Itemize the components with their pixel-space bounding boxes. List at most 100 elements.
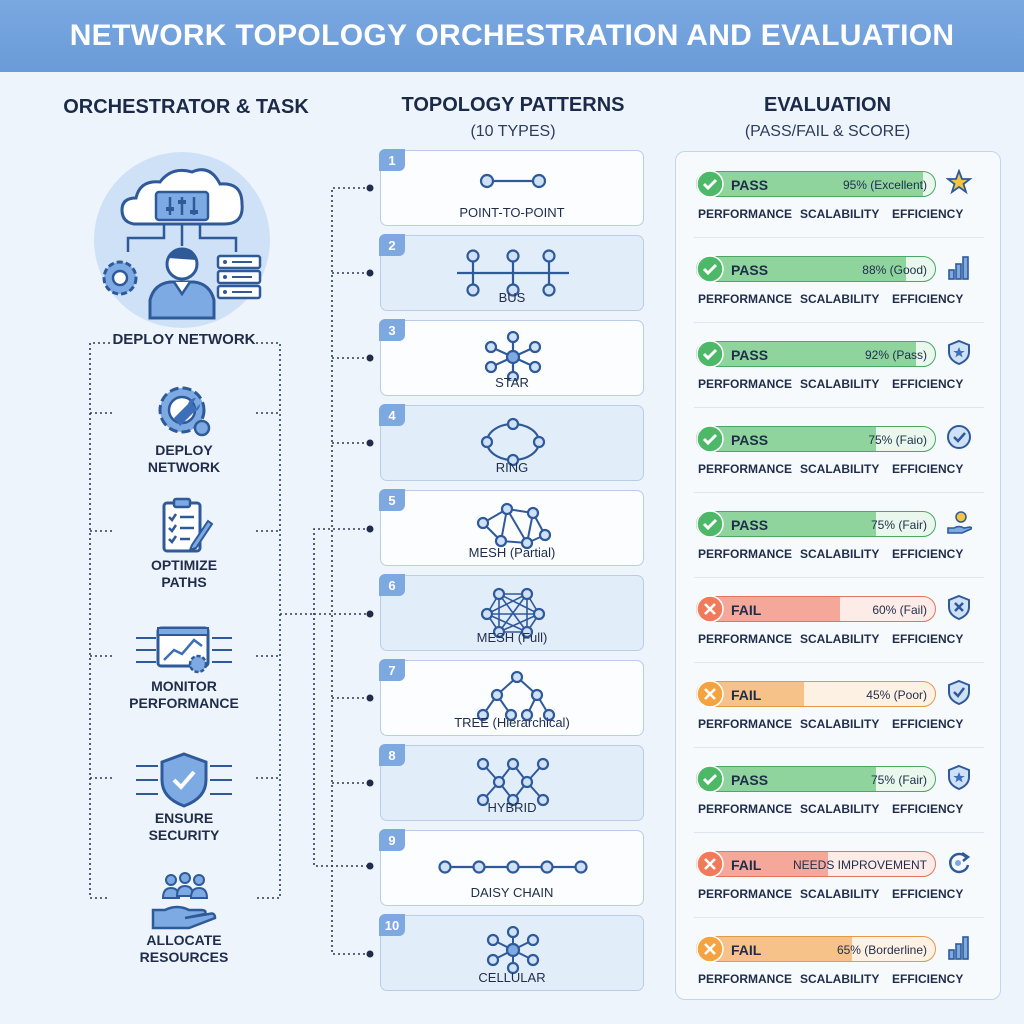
monitor-chart-icon xyxy=(136,626,232,674)
score-label: 45% (Poor) xyxy=(866,688,927,702)
topology-column-title: TOPOLOGY PATTERNS xyxy=(401,94,625,116)
metric-scalability: SCALABILITY xyxy=(800,887,880,901)
pass-check-icon xyxy=(696,340,724,368)
evaluation-column-title: EVALUATION xyxy=(763,94,892,116)
metric-efficiency: EFFICIENCY xyxy=(892,887,964,901)
task-optimize-paths: OPTIMIZE PATHS xyxy=(114,497,254,591)
hybrid-diagram xyxy=(476,757,550,807)
topology-number: 10 xyxy=(379,914,405,936)
evaluation-divider xyxy=(694,577,984,578)
topology-column-heading: TOPOLOGY PATTERNS (10 TYPES) xyxy=(380,94,646,141)
topology-number: 1 xyxy=(379,149,405,171)
topology-label: CELLULAR xyxy=(478,970,546,985)
status-label: PASS xyxy=(731,772,769,788)
metric-performance: PERFORMANCE xyxy=(698,207,793,221)
bar-chart-icon xyxy=(948,936,969,960)
topology-column-subtitle: (10 TYPES) xyxy=(470,123,556,140)
topology-number: 9 xyxy=(379,829,405,851)
shield-star-icon xyxy=(948,764,970,791)
score-bar: FAIL 65% (Borderline) xyxy=(696,936,936,962)
metric-scalability: SCALABILITY xyxy=(800,377,880,391)
task-allocate-resources: ALLOCATE RESOURCES xyxy=(114,872,254,966)
metric-performance: PERFORMANCE xyxy=(698,547,793,561)
fail-x-icon xyxy=(696,850,724,878)
orchestrator-label: DEPLOY NETWORK xyxy=(112,331,256,348)
evaluation-divider xyxy=(694,832,984,833)
user-avatar-icon xyxy=(148,247,216,320)
topology-number: 8 xyxy=(379,744,405,766)
topology-hybrid: 8 HYBRID xyxy=(379,744,644,821)
task-ensure-security: ENSURE SECURITY xyxy=(114,752,254,844)
metric-performance: PERFORMANCE xyxy=(698,802,793,816)
metric-scalability: SCALABILITY xyxy=(800,462,880,476)
topology-label: POINT-TO-POINT xyxy=(459,205,565,220)
mesh-partial-diagram xyxy=(476,502,552,550)
metric-efficiency: EFFICIENCY xyxy=(892,802,964,816)
status-label: PASS xyxy=(731,177,769,193)
topology-mesh-full: 6 MESH (Full) xyxy=(379,574,644,651)
status-label: FAIL xyxy=(731,942,762,958)
evaluation-column-subtitle: (PASS/FAIL & SCORE) xyxy=(744,123,911,140)
metric-scalability: SCALABILITY xyxy=(800,292,880,306)
metric-scalability: SCALABILITY xyxy=(800,207,880,221)
check-circle-icon xyxy=(947,425,971,449)
score-label: 65% (Borderline) xyxy=(836,943,927,957)
evaluation-divider xyxy=(694,747,984,748)
refresh-arrow-icon xyxy=(948,851,971,874)
status-label: FAIL xyxy=(731,602,762,618)
hand-coin-icon xyxy=(947,511,973,534)
topology-tree: 7 TREE (Hierarchical) xyxy=(379,659,644,736)
score-label: NEEDS IMPROVEMENT xyxy=(792,858,927,872)
shield-star-icon xyxy=(948,339,970,366)
score-label: 75% (Fair) xyxy=(870,518,927,532)
hand-people-icon xyxy=(151,872,217,930)
point-to-point-diagram xyxy=(479,173,547,189)
topology-number: 2 xyxy=(379,234,405,256)
status-label: FAIL xyxy=(731,857,762,873)
evaluation-divider xyxy=(694,237,984,238)
task-label: OPTIMIZE PATHS xyxy=(150,557,218,590)
metric-scalability: SCALABILITY xyxy=(800,972,880,986)
fail-x-icon xyxy=(696,595,724,623)
task-monitor-performance: MONITOR PERFORMANCE xyxy=(114,624,254,712)
evaluation-column-heading: EVALUATION (PASS/FAIL & SCORE) xyxy=(690,94,965,141)
bar-chart-icon xyxy=(948,256,969,280)
mesh-full-diagram xyxy=(480,587,546,639)
bus-diagram xyxy=(457,249,569,297)
evaluation-divider xyxy=(694,407,984,408)
topology-label: DAISY CHAIN xyxy=(470,885,554,900)
gear-wrench-icon xyxy=(158,386,211,437)
topology-label: STAR xyxy=(495,375,529,390)
metric-performance: PERFORMANCE xyxy=(698,887,793,901)
star-diagram xyxy=(484,331,542,381)
metric-efficiency: EFFICIENCY xyxy=(892,547,964,561)
pass-check-icon xyxy=(696,510,724,538)
task-deploy-network: DEPLOY NETWORK xyxy=(114,380,254,476)
score-label: 88% (Good) xyxy=(862,263,927,277)
evaluation-divider xyxy=(694,662,984,663)
score-bar: FAIL NEEDS IMPROVEMENT xyxy=(696,851,936,877)
topology-cellular: 10 CELLULAR xyxy=(379,914,644,991)
score-bar-fill xyxy=(697,342,916,366)
shield-x-icon xyxy=(948,594,970,621)
score-bar-fill xyxy=(697,512,876,536)
metric-performance: PERFORMANCE xyxy=(698,717,793,731)
topology-bus: 2 BUS xyxy=(379,234,644,311)
topology-label: MESH (Partial) xyxy=(468,545,556,560)
gear-icon xyxy=(102,260,138,296)
topology-label: MESH (Full) xyxy=(476,630,548,645)
topology-label: RING xyxy=(495,460,529,475)
